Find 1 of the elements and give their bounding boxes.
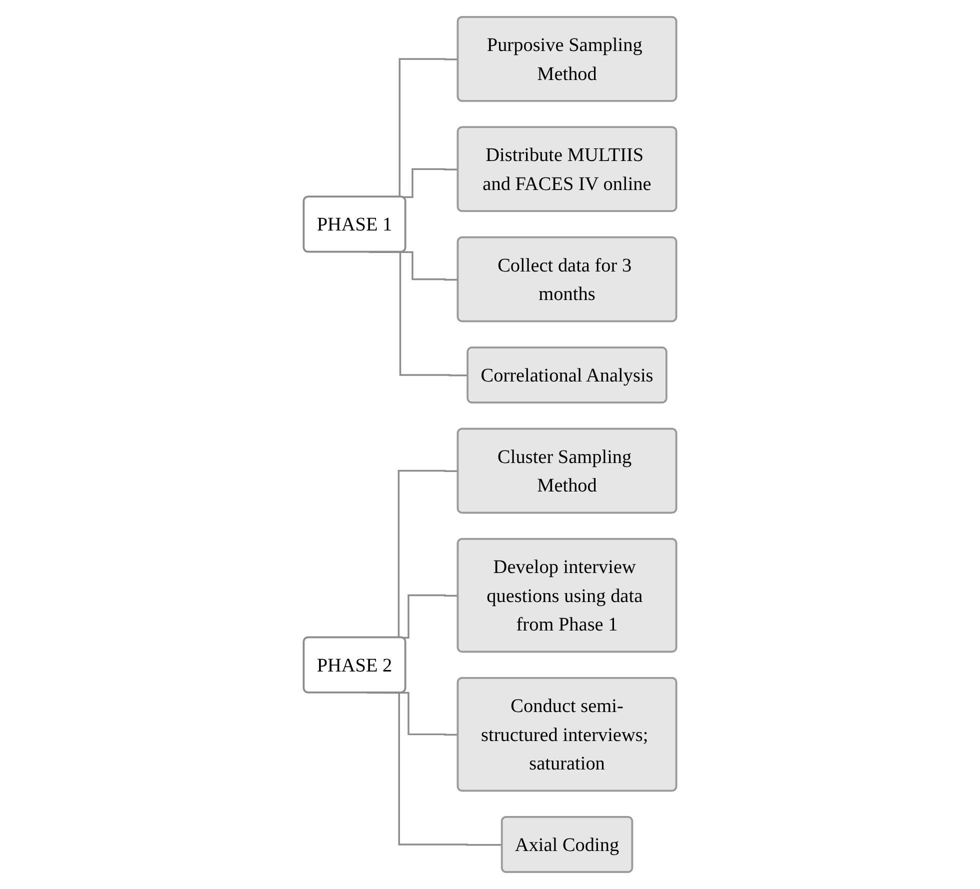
connector — [366, 692, 502, 846]
